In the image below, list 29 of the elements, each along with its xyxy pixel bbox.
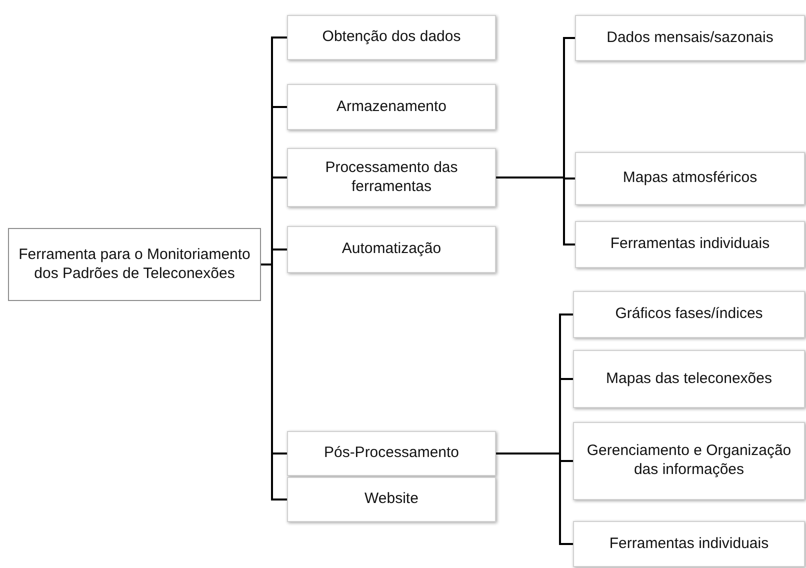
topic-box bbox=[287, 148, 496, 207]
root-box bbox=[8, 228, 261, 301]
topic-box bbox=[573, 291, 805, 338]
topic-box bbox=[573, 350, 805, 408]
node-label: Dados mensais/sazonais bbox=[606, 28, 774, 48]
topic-box bbox=[575, 152, 805, 205]
node-label: Pós-Processamento bbox=[324, 444, 460, 463]
node-label: Mapas das teleconexões bbox=[606, 370, 772, 388]
topic-box bbox=[575, 15, 805, 61]
node-label: Mapas atmosféricos bbox=[622, 169, 758, 188]
topic-box bbox=[287, 477, 496, 522]
node-label: Gráficos fases/índices bbox=[615, 305, 763, 324]
node-label: Ferramentas individuais bbox=[610, 235, 770, 254]
topic-box bbox=[287, 84, 496, 130]
node-label: Website bbox=[364, 490, 418, 509]
node-label: Processamento das ferramentas bbox=[324, 158, 459, 196]
node-label: Ferramenta para o Monitoriamento dos Padrões de Teleconexões bbox=[18, 246, 252, 284]
node-label: Obtenção dos dados bbox=[322, 28, 461, 47]
topic-box bbox=[287, 15, 496, 60]
connector-line bbox=[261, 264, 287, 500]
topic-box bbox=[573, 521, 805, 567]
topic-box bbox=[287, 431, 496, 476]
topic-box bbox=[573, 422, 805, 500]
topic-box bbox=[575, 221, 805, 268]
node-label: Automatização bbox=[342, 240, 442, 259]
node-label: Armazenamento bbox=[336, 98, 447, 116]
topic-box bbox=[287, 226, 496, 273]
node-label: Gerenciamento e Organização das informações bbox=[586, 442, 792, 480]
node-label: Ferramentas individuais bbox=[609, 534, 769, 554]
